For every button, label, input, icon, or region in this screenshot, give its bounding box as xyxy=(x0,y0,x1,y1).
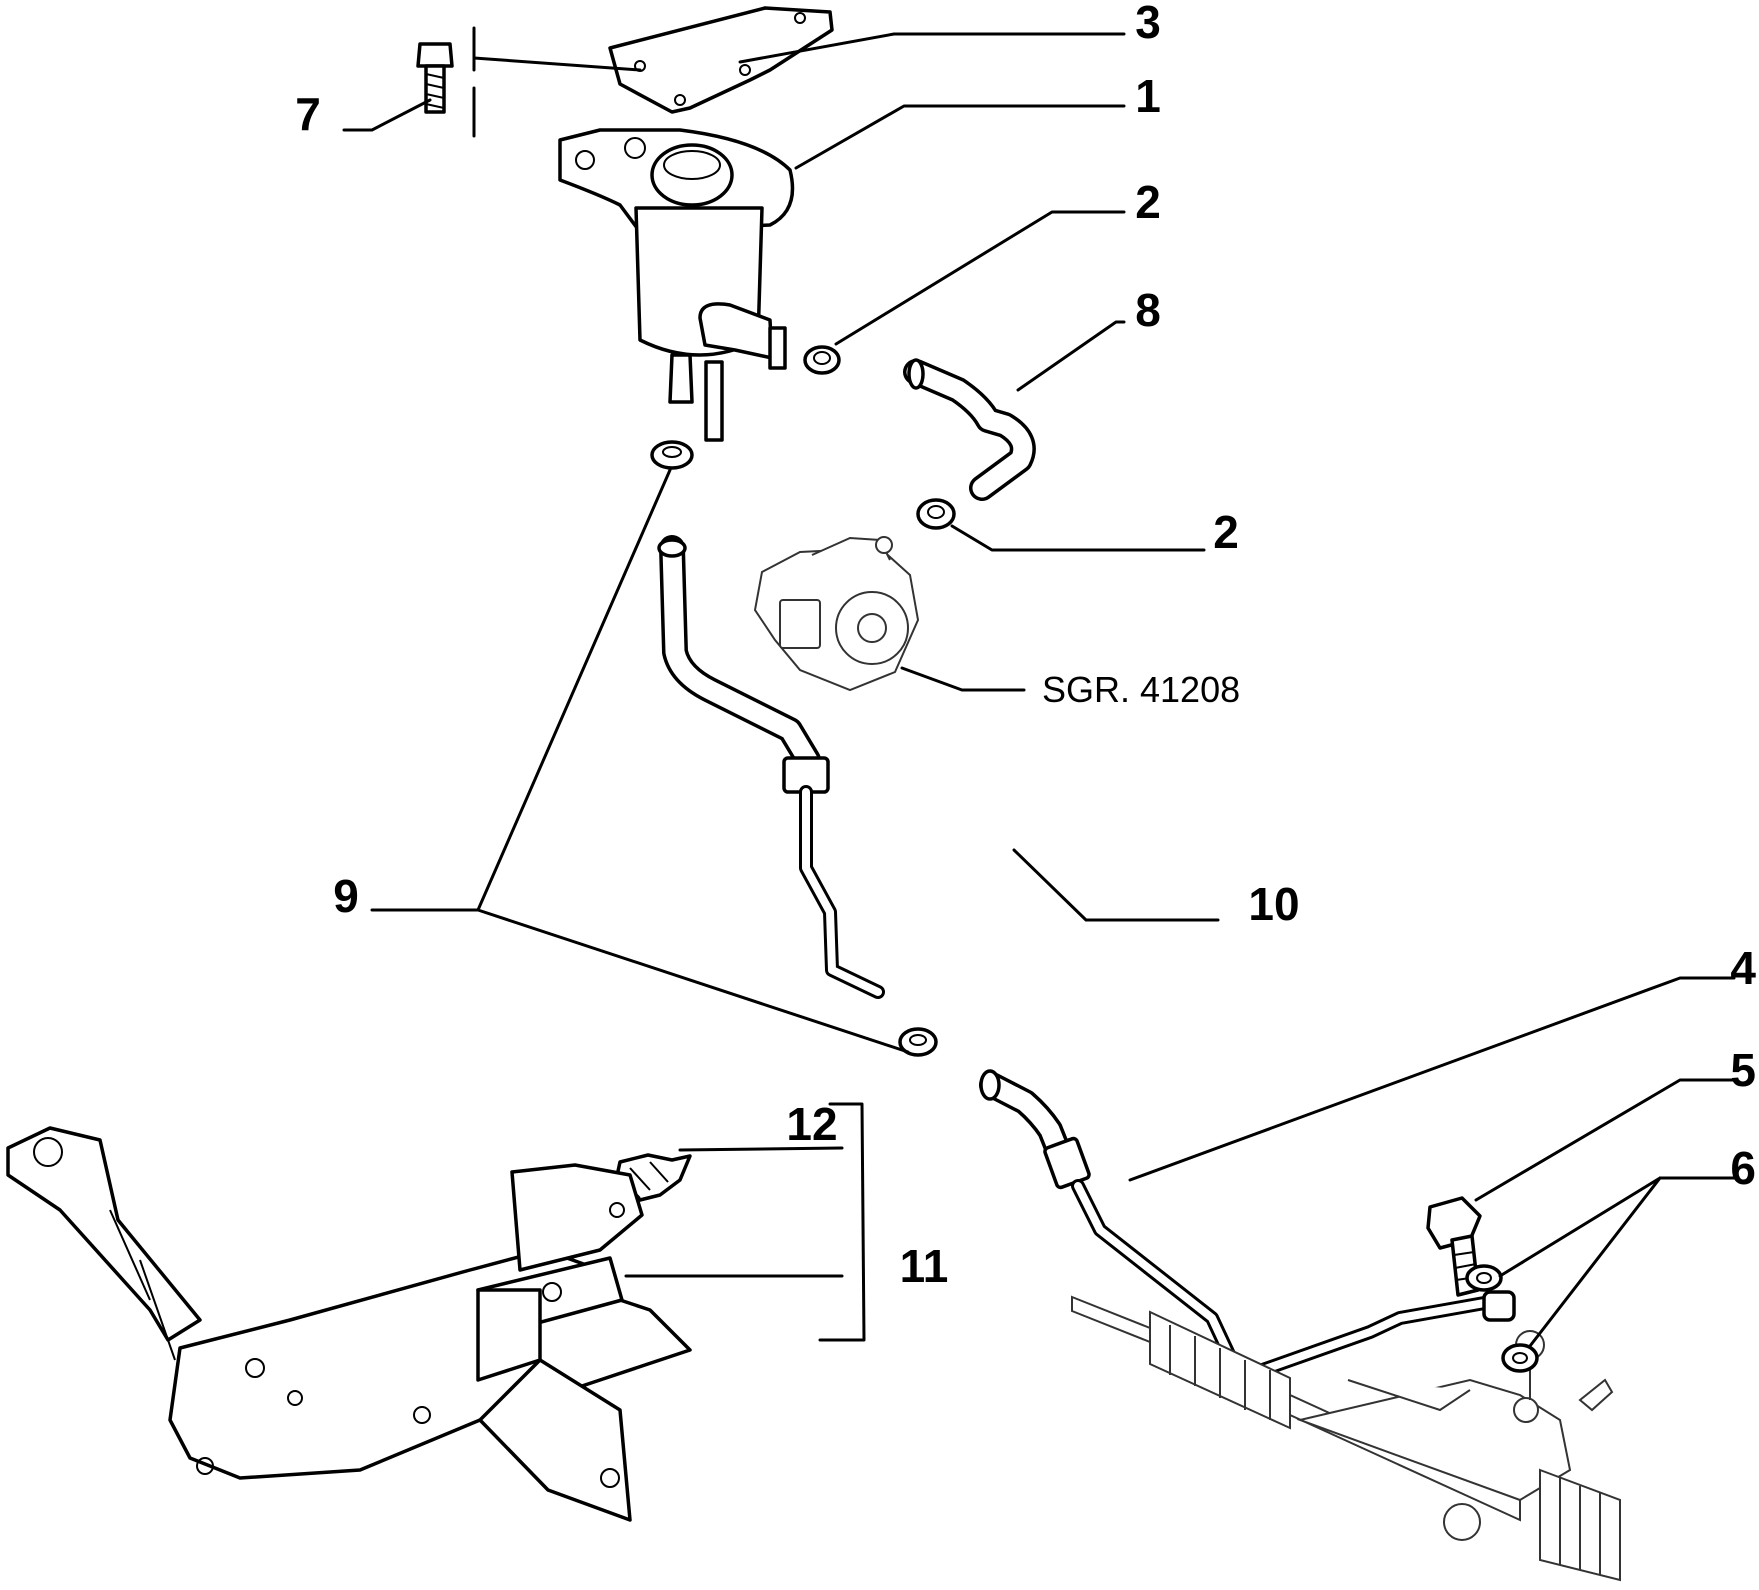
part-2-clamp-lower xyxy=(916,498,956,530)
callout-11: 11 xyxy=(900,1240,949,1292)
part-9-clamp-upper xyxy=(650,440,694,470)
steering-pump-reference xyxy=(753,536,920,692)
callout-7: 7 xyxy=(295,88,321,140)
part-5-banjo-bolt xyxy=(1426,1196,1482,1297)
callout-labels: 3 1 2 8 2 7 9 10 4 5 6 12 11 SGR. 41208 xyxy=(295,0,1756,1292)
part-6-washer-lower xyxy=(1501,1343,1539,1373)
callout-2-lower: 2 xyxy=(1213,506,1239,558)
steering-rack xyxy=(1071,1295,1621,1582)
callout-2-upper: 2 xyxy=(1135,176,1161,228)
part-8-hose xyxy=(903,358,1036,501)
part-10-hose xyxy=(657,535,885,999)
reference-label: SGR. 41208 xyxy=(1042,669,1240,710)
part-3-bracket xyxy=(608,6,834,114)
part-7-bolt xyxy=(416,26,476,138)
part-9-clamp-lower xyxy=(898,1027,938,1057)
callout-3: 3 xyxy=(1135,0,1161,48)
callout-1: 1 xyxy=(1135,70,1161,122)
callout-6: 6 xyxy=(1730,1142,1756,1194)
callout-10: 10 xyxy=(1248,878,1299,930)
part-6-washer-upper xyxy=(1465,1264,1503,1292)
leader-lines xyxy=(342,32,1736,1348)
part-1-reservoir xyxy=(558,128,795,442)
part-2-clamp-upper xyxy=(803,345,841,375)
callout-9: 9 xyxy=(333,870,359,922)
callout-5: 5 xyxy=(1730,1044,1756,1096)
callout-8: 8 xyxy=(1135,284,1161,336)
part-11-bracket xyxy=(6,1126,692,1522)
callout-4: 4 xyxy=(1730,942,1756,994)
callout-12: 12 xyxy=(786,1098,837,1150)
